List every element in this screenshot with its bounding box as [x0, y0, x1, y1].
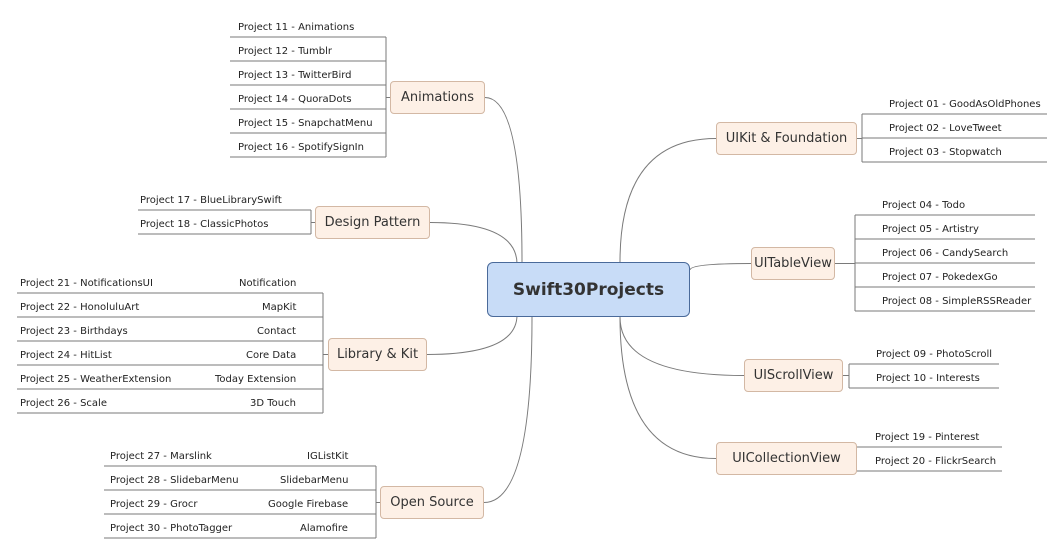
branch-connector-animations — [484, 97, 523, 263]
leaf-project[interactable]: Project 22 - HonoluluArt — [20, 302, 140, 313]
leaf-tag: MapKit — [262, 302, 297, 313]
branch-label: UIScrollView — [753, 368, 834, 383]
leaf-project[interactable]: Project 28 - SlidebarMenu — [110, 475, 239, 486]
branch-connector-uikit-foundation — [619, 138, 717, 263]
leaf-project[interactable]: Project 14 - QuoraDots — [238, 94, 352, 105]
branch-connector-design-pattern — [429, 222, 518, 265]
branch-label: UIKit & Foundation — [725, 131, 848, 146]
branch-label: UICollectionView — [732, 451, 841, 466]
leaf-tag: 3D Touch — [250, 398, 296, 409]
leaf-project[interactable]: Project 17 - BlueLibrarySwift — [140, 195, 282, 206]
leaf-project[interactable]: Project 08 - SimpleRSSReader — [882, 296, 1032, 307]
branch-connector-open-source — [483, 316, 533, 503]
leaf-tag: Alamofire — [300, 523, 348, 534]
leaf-project[interactable]: Project 16 - SpotifySignIn — [238, 142, 364, 153]
leaf-tag: Core Data — [246, 350, 297, 361]
leaf-project[interactable]: Project 05 - Artistry — [882, 224, 979, 235]
leaf-tag: SlidebarMenu — [280, 475, 349, 486]
leaf-project[interactable]: Project 30 - PhotoTagger — [110, 523, 233, 534]
leaf-tag: IGListKit — [307, 451, 349, 462]
leaf-project[interactable]: Project 21 - NotificationsUI — [20, 278, 153, 289]
branch-connector-uicollectionview — [619, 316, 717, 459]
leaf-project[interactable]: Project 20 - FlickrSearch — [875, 456, 997, 467]
leaf-project[interactable]: Project 29 - Grocr — [110, 499, 198, 510]
leaf-project[interactable]: Project 15 - SnapchatMenu — [238, 118, 373, 129]
leaf-tag: Contact — [257, 326, 296, 337]
leaf-project[interactable]: Project 06 - CandySearch — [882, 248, 1009, 259]
leaf-project[interactable]: Project 25 - WeatherExtension — [20, 374, 172, 385]
branch-uitableview[interactable]: UITableView — [751, 247, 835, 280]
leaf-project[interactable]: Project 19 - Pinterest — [875, 432, 980, 443]
branch-label: Design Pattern — [324, 215, 421, 230]
branch-label: Library & Kit — [336, 347, 419, 362]
leaf-project[interactable]: Project 04 - Todo — [882, 200, 966, 211]
branch-uikit-foundation[interactable]: UIKit & Foundation — [716, 122, 857, 155]
branch-label: Open Source — [390, 495, 474, 510]
branch-connector-uitableview — [689, 263, 752, 271]
central-topic[interactable]: Swift30Projects — [487, 262, 690, 317]
leaf-project[interactable]: Project 02 - LoveTweet — [889, 123, 1002, 134]
central-topic-label: Swift30Projects — [512, 279, 665, 300]
branch-open-source[interactable]: Open Source — [380, 486, 484, 519]
leaf-project[interactable]: Project 23 - Birthdays — [20, 326, 128, 337]
branch-uicollectionview[interactable]: UICollectionView — [716, 442, 857, 475]
branch-label: UITableView — [754, 256, 832, 271]
branch-library-kit[interactable]: Library & Kit — [328, 338, 427, 371]
branch-connector-library-kit — [426, 314, 518, 355]
leaf-project[interactable]: Project 12 - Tumblr — [238, 46, 332, 57]
leaf-project[interactable]: Project 01 - GoodAsOldPhones — [889, 99, 1041, 110]
branch-connector-uiscrollview — [619, 316, 745, 376]
branch-uiscrollview[interactable]: UIScrollView — [744, 359, 843, 392]
leaf-project[interactable]: Project 13 - TwitterBird — [238, 70, 352, 81]
leaf-project[interactable]: Project 09 - PhotoScroll — [876, 349, 993, 360]
leaf-project[interactable]: Project 18 - ClassicPhotos — [140, 219, 269, 230]
leaf-project[interactable]: Project 10 - Interests — [876, 373, 980, 384]
branch-design-pattern[interactable]: Design Pattern — [315, 206, 430, 239]
leaf-project[interactable]: Project 03 - Stopwatch — [889, 147, 1002, 158]
leaf-tag: Today Extension — [215, 374, 297, 385]
leaf-project[interactable]: Project 07 - PokedexGo — [882, 272, 998, 283]
leaf-tag: Notification — [239, 278, 297, 289]
leaf-project[interactable]: Project 11 - Animations — [238, 22, 355, 33]
branch-label: Animations — [400, 90, 475, 105]
leaf-project[interactable]: Project 26 - Scale — [20, 398, 107, 409]
leaf-project[interactable]: Project 24 - HitList — [20, 350, 112, 361]
branch-animations[interactable]: Animations — [390, 81, 485, 114]
leaf-tag: Google Firebase — [268, 499, 349, 510]
leaf-project[interactable]: Project 27 - Marslink — [110, 451, 212, 462]
